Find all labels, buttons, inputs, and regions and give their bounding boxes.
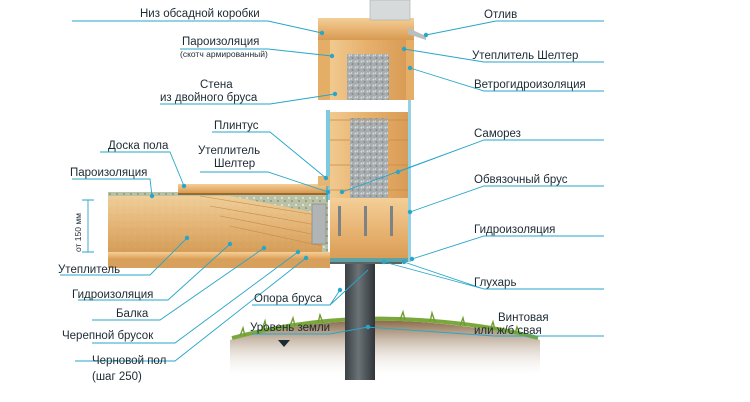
- label-floor-waterproofing: Гидроизоляция: [72, 289, 153, 301]
- ground-level-arrow-icon: [278, 340, 290, 347]
- screw-pile: [345, 262, 375, 380]
- label-cranial-bar: Черепной брусок: [62, 330, 154, 342]
- double-beam-wall: [318, 38, 411, 262]
- label-vapor-barrier-top: Пароизоляция: [182, 36, 259, 48]
- floor-assembly: [108, 184, 330, 268]
- label-height-note: от 150 мм: [73, 213, 83, 252]
- label-subfloor-line1: Черновой пол: [92, 355, 166, 367]
- label-strapping-bar: Обвязочный брус: [474, 174, 568, 186]
- label-wind-protection: Ветрогидроизоляция: [474, 79, 586, 91]
- label-insulation-shelter-right: Утеплитель Шелтер: [472, 50, 578, 62]
- label-drip: Отлив: [484, 9, 517, 21]
- label-ground-level: Уровень земли: [250, 322, 330, 334]
- label-plinth: Плинтус: [214, 120, 259, 132]
- label-bar-support: Опора бруса: [254, 293, 323, 305]
- ground: [230, 309, 540, 379]
- label-subfloor-line2: (шаг 250): [92, 371, 142, 383]
- label-screw: Саморез: [474, 128, 521, 140]
- label-wall-line1: Стена: [200, 79, 233, 91]
- label-lag-screw: Глухарь: [474, 277, 516, 289]
- label-pile-line1: Винтовая: [498, 312, 549, 324]
- label-pile-line2: или ж/б свая: [474, 325, 542, 337]
- label-beam: Балка: [116, 308, 149, 320]
- label-insulation-shelter-line1: Утеплитель: [198, 145, 260, 157]
- label-floor-board: Доска пола: [108, 140, 169, 152]
- label-wall-line2: из двойного бруса: [160, 92, 258, 104]
- leader-lines: [60, 20, 604, 362]
- leader-dots: [149, 30, 429, 330]
- label-casing-bottom: Низ обсадной коробки: [140, 8, 260, 20]
- label-floor-insulation: Утеплитель: [58, 264, 120, 276]
- label-vapor-barrier-floor: Пароизоляция: [70, 167, 147, 179]
- label-insulation-shelter-line2: Шелтер: [214, 158, 255, 170]
- label-vapor-barrier-top-note: (скотч армированный): [180, 49, 268, 59]
- label-waterproofing-right: Гидроизоляция: [474, 224, 555, 236]
